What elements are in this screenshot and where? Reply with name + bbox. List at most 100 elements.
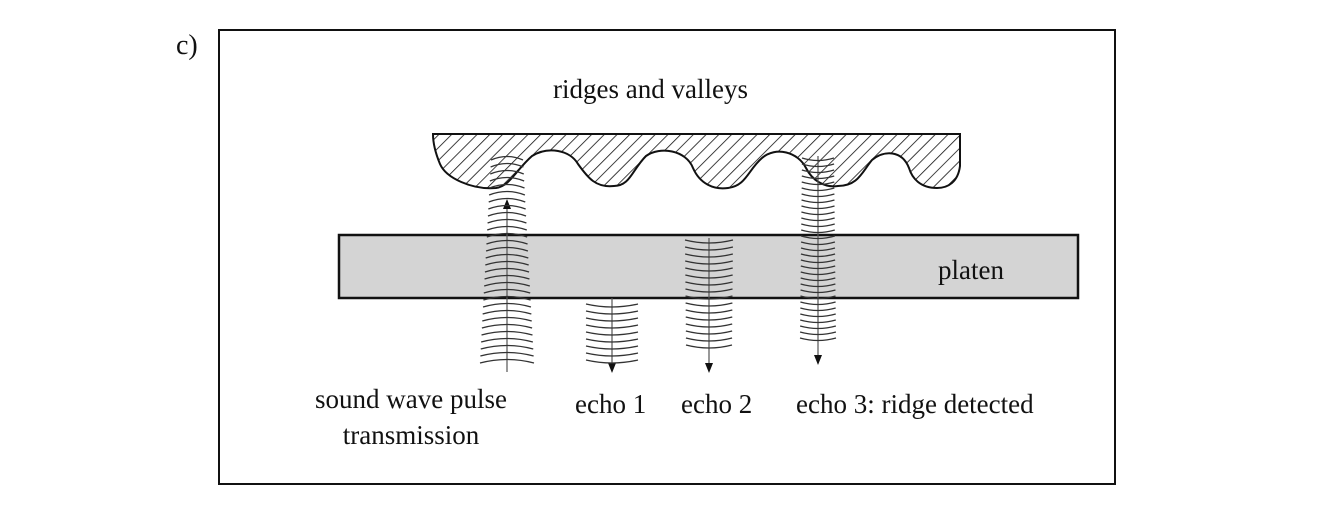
figure-frame xyxy=(218,29,1116,485)
echo3-wavefront-arc xyxy=(800,265,836,270)
echo3-wavefront-arc xyxy=(801,163,835,168)
echo3-wavefront-arc xyxy=(800,289,836,294)
echo3-wavefront-arc xyxy=(800,259,836,264)
echo1-wavefront-arc xyxy=(585,359,639,364)
pulse-wavefront-arc xyxy=(490,162,524,168)
echo3-wavefront-arc xyxy=(801,193,835,198)
echo3-wavefront-arc xyxy=(800,319,836,324)
pulse-wavefront-arc xyxy=(489,176,525,182)
echo2-wave-arcs xyxy=(684,239,734,349)
pulse-wavefront-arc xyxy=(488,197,526,203)
echo2-wavefront-arc xyxy=(685,281,733,286)
pulse-label-line2: transmission xyxy=(342,420,480,450)
echo1-wavefront-arc xyxy=(585,310,639,315)
pulse-wavefront-arc xyxy=(490,155,524,161)
echo3-wavefront-arc xyxy=(800,277,836,282)
echo2-wavefront-arc xyxy=(685,302,733,307)
pulse-wavefront-arc xyxy=(482,316,532,322)
pulse-wavefront-arc xyxy=(484,267,530,273)
echo3-wavefront-arc xyxy=(799,337,837,342)
echo3-wavefront-arc xyxy=(801,217,835,222)
pulse-wave-arcs xyxy=(479,155,535,364)
pulse-wavefront-arc xyxy=(481,323,533,329)
echo3-wavefront-arc xyxy=(800,253,836,258)
echo3-wavefront-arc xyxy=(800,301,836,306)
pulse-wavefront-arc xyxy=(479,358,535,364)
pulse-wavefront-arc xyxy=(489,169,525,175)
echo2-wavefront-arc xyxy=(684,239,734,244)
echo2-wavefront-arc xyxy=(685,337,733,342)
pulse-wavefront-arc xyxy=(486,239,528,245)
echo2-wavefront-arc xyxy=(685,267,733,272)
echo2-wavefront-arc xyxy=(684,253,734,258)
pulse-wavefront-arc xyxy=(483,295,531,301)
finger-ridges-surface xyxy=(431,133,961,190)
platen-label: platen xyxy=(938,255,1004,285)
echo2-wavefront-arc xyxy=(685,309,733,314)
echo1-wavefront-arc xyxy=(585,324,639,329)
echo3-wavefront-arc xyxy=(801,175,835,180)
echo3-wavefront-arc xyxy=(801,169,835,174)
pulse-wavefront-arc xyxy=(487,211,527,217)
pulse-wavefront-arc xyxy=(484,274,530,280)
pulse-wavefront-arc xyxy=(480,344,534,350)
echo1-wavefront-arc xyxy=(585,303,639,308)
pulse-wavefront-arc xyxy=(480,337,534,343)
pulse-wavefront-arc xyxy=(481,330,533,336)
echo3-wavefront-arc xyxy=(800,271,836,276)
echo1-wavefront-arc xyxy=(585,338,639,343)
panel-label: c) xyxy=(176,30,198,61)
echo3-wave-arcs xyxy=(799,157,837,342)
echo3-wavefront-arc xyxy=(799,331,837,336)
echo3-wavefront-arc xyxy=(801,211,835,216)
pulse-wavefront-arc xyxy=(482,302,532,308)
echo2-wavefront-arc xyxy=(685,295,733,300)
echo1-label: echo 1 xyxy=(575,389,647,419)
echo3-label: echo 3: ridge detected xyxy=(796,389,1034,419)
echo3-wavefront-arc xyxy=(800,313,836,318)
echo3-wavefront-arc xyxy=(801,229,835,234)
pulse-wavefront-arc xyxy=(485,253,529,259)
pulse-label-line1: sound wave pulse xyxy=(315,384,507,414)
echo2-wavefront-arc xyxy=(685,323,733,328)
echo3-wavefront-arc xyxy=(800,295,836,300)
pulse-wavefront-arc xyxy=(486,232,528,238)
echo2-wavefront-arc xyxy=(685,330,733,335)
echo3-wavefront-arc xyxy=(801,181,835,186)
echo2-wavefront-arc xyxy=(684,246,734,251)
pulse-wavefront-arc xyxy=(489,183,525,189)
echo3-wavefront-arc xyxy=(799,325,837,330)
echo3-wavefront-arc xyxy=(800,247,836,252)
echo1-wavefront-arc xyxy=(585,352,639,357)
echo2-wavefront-arc xyxy=(685,260,733,265)
echo2-wavefront-arc xyxy=(685,274,733,279)
pulse-wavefront-arc xyxy=(486,225,528,231)
echo2-wavefront-arc xyxy=(685,288,733,293)
echo3-wavefront-arc xyxy=(801,157,835,162)
pulse-wavefront-arc xyxy=(482,309,532,315)
pulse-wavefront-arc xyxy=(485,246,529,252)
echo3-wavefront-arc xyxy=(800,241,836,246)
echo2-wavefront-arc xyxy=(685,344,733,349)
echo3-wavefront-arc xyxy=(801,187,835,192)
pulse-wavefront-arc xyxy=(488,204,526,210)
echo2-label: echo 2 xyxy=(681,389,753,419)
pulse-wavefront-arc xyxy=(485,260,529,266)
echo1-wavefront-arc xyxy=(585,317,639,322)
pulse-wavefront-arc xyxy=(480,351,534,357)
echo1-wavefront-arc xyxy=(585,331,639,336)
echo1-wavefront-arc xyxy=(585,345,639,350)
echo3-wavefront-arc xyxy=(800,283,836,288)
echo3-wavefront-arc xyxy=(800,307,836,312)
echo3-wavefront-arc xyxy=(801,205,835,210)
ridges-label: ridges and valleys xyxy=(553,74,748,104)
echo3-wavefront-arc xyxy=(801,223,835,228)
echo3-wavefront-arc xyxy=(801,199,835,204)
pulse-wavefront-arc xyxy=(483,281,531,287)
pulse-wavefront-arc xyxy=(483,288,531,294)
echo3-wavefront-arc xyxy=(800,235,836,240)
pulse-wavefront-arc xyxy=(487,218,527,224)
echo2-wavefront-arc xyxy=(685,316,733,321)
echo1-wave-arcs xyxy=(585,303,639,364)
